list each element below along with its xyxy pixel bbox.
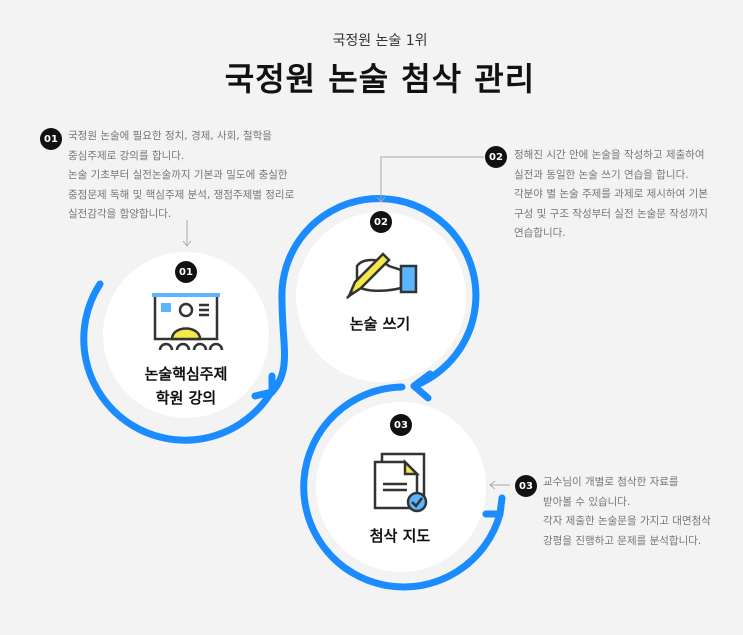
desc-2-badge: 02	[485, 146, 507, 168]
step-2-label: 논술 쓰기	[349, 315, 411, 333]
step-1-badge: 01	[175, 261, 197, 283]
desc-line: 실전과 동일한 논술 쓰기 연습을 합니다.	[514, 168, 689, 181]
desc-line: 정해진 시간 안에 논술을 작성하고 제출하여	[514, 149, 705, 161]
lecture-presentation-icon	[152, 293, 224, 351]
arc-3	[300, 383, 504, 591]
desc-line: 국정원 논술에 필요한 정치, 경제, 사회, 철학을	[68, 130, 272, 142]
subtitle: 국정원 논술 1위	[332, 33, 428, 49]
arc-1	[80, 280, 274, 444]
page-title: 국정원 논술 첨삭 관리	[224, 60, 536, 98]
desc-line: 논술 기초부터 실전논술까지 기본과 밀도에 충실한	[68, 169, 288, 181]
desc-line: 실전감각을 함양합니다.	[68, 208, 172, 220]
desc-line: 각분야 별 논술 주제를 과제로 제시하여 기본	[514, 188, 708, 200]
step-2-description: 정해진 시간 안에 논술을 작성하고 제출하여 실전과 동일한 논술 쓰기 연습…	[514, 146, 708, 244]
desc-line: 연습합니다.	[514, 227, 566, 239]
desc-line: 각자 제출한 논술문을 가지고 대면첨삭	[543, 515, 711, 527]
step-3-label: 첨삭 지도	[369, 527, 431, 545]
desc-line: 받아볼 수 있습니다.	[543, 495, 631, 508]
desc-line: 중점문제 독해 및 핵심주제 분석, 쟁점주제별 정리로	[68, 188, 295, 201]
arrowhead-2	[410, 370, 434, 402]
desc-line: 교수님이 개별로 첨삭한 자료를	[543, 476, 679, 488]
desc-line: 구성 및 구조 작성부터 실전 논술문 작성까지	[514, 207, 708, 220]
desc-line: 강평을 진행하고 문제를 분석합니다.	[543, 534, 702, 547]
hand-writing-pen-icon	[346, 252, 418, 300]
step-3-badge: 03	[390, 414, 412, 436]
arrowhead-3	[482, 494, 506, 518]
document-check-icon	[373, 452, 428, 513]
step-1-label-line: 학원 강의	[155, 389, 217, 407]
desc-3-badge: 03	[515, 475, 537, 497]
step-3-description: 교수님이 개별로 첨삭한 자료를 받아볼 수 있습니다. 각자 제출한 논술문을…	[543, 473, 711, 551]
step-2-circle	[296, 212, 466, 382]
step-1-label: 논술핵심주제 학원 강의	[106, 362, 266, 410]
arc-2	[268, 195, 480, 396]
desc-1-badge: 01	[40, 128, 62, 150]
step-1-label-line: 논술핵심주제	[144, 365, 228, 383]
step-1-description: 국정원 논술에 필요한 정치, 경제, 사회, 철학을 중심주제로 강의를 합니…	[68, 127, 294, 225]
desc-line: 중심주제로 강의를 합니다.	[68, 149, 185, 162]
step-2-badge: 02	[370, 211, 392, 233]
